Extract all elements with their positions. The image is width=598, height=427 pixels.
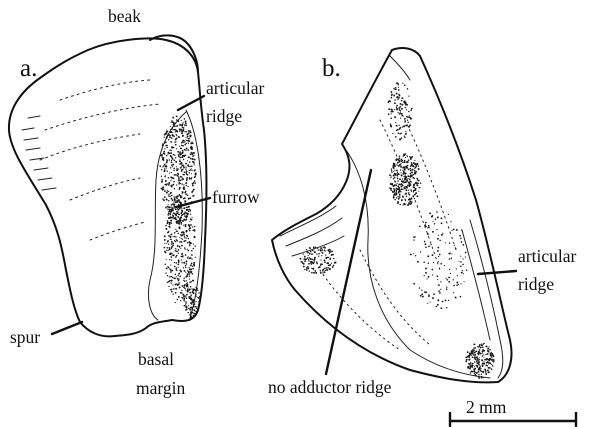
furrow-inner-line	[148, 112, 186, 320]
spur-label: spur	[10, 327, 40, 347]
basal-margin-label-line2: margin	[136, 378, 186, 398]
contour-lines-a	[40, 80, 160, 240]
top-edge-line-b	[390, 56, 410, 80]
scale-bar: 2 mm	[450, 397, 576, 426]
articular-ridge-label-b-line1: articular	[518, 246, 576, 266]
furrow-label: furrow	[212, 187, 260, 207]
articular-ridge-line-b2	[462, 230, 490, 340]
scale-bar-label: 2 mm	[466, 397, 507, 417]
furrow-stippling	[159, 116, 200, 319]
beak-label: beak	[108, 6, 141, 26]
no-adductor-ridge-label: no adductor ridge	[268, 377, 392, 397]
articular-ridge-label-b-line2: ridge	[518, 274, 554, 294]
specimen-a-outline	[9, 38, 206, 336]
articular-ridge-label-a-line1: articular	[206, 78, 264, 98]
left-wing-folds	[280, 206, 344, 256]
articular-ridge-label-a-line2: ridge	[206, 106, 242, 126]
surface-stippling-b	[299, 82, 494, 379]
spur-leader	[52, 322, 82, 334]
panel-a-label: a.	[20, 55, 37, 82]
specimen-b	[272, 48, 512, 382]
panel-b-label: b.	[322, 55, 341, 82]
basal-margin-label-line1: basal	[138, 349, 174, 369]
specimen-a	[9, 35, 206, 336]
left-edge-hatching	[22, 116, 56, 190]
articular-ridge-leader-b	[478, 271, 516, 274]
